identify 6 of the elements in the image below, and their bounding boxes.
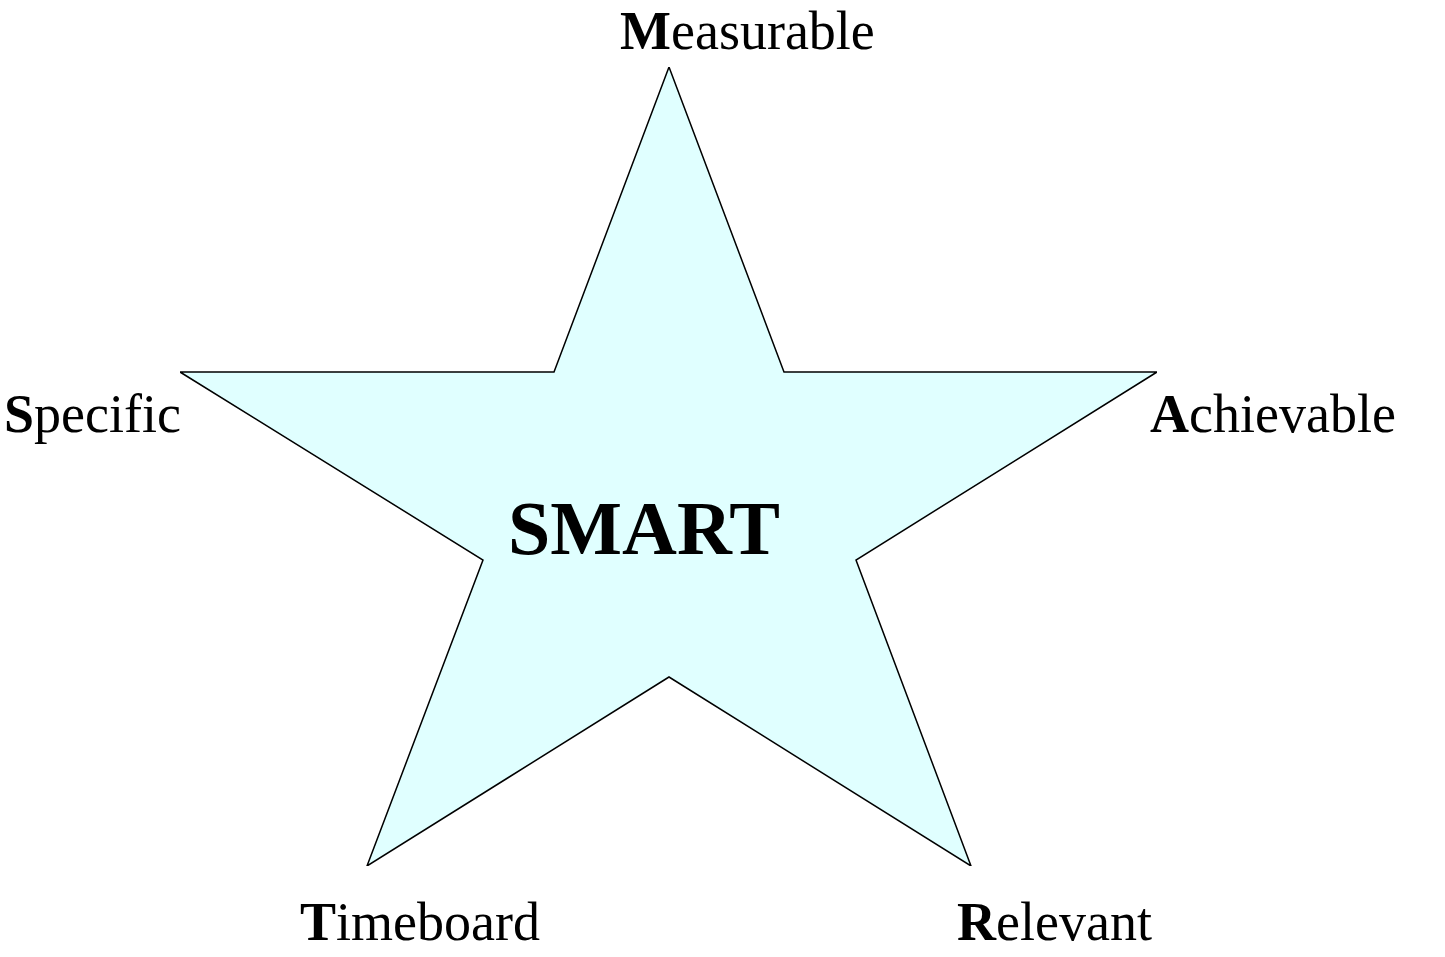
- criterion-label: Timeboard: [300, 893, 540, 953]
- criterion-label: Achievable: [1150, 385, 1396, 445]
- star-title: SMART: [508, 490, 780, 566]
- criterion-label: Relevant: [957, 893, 1152, 953]
- criterion-label: Measurable: [620, 2, 875, 62]
- criterion-label: Specific: [4, 385, 181, 445]
